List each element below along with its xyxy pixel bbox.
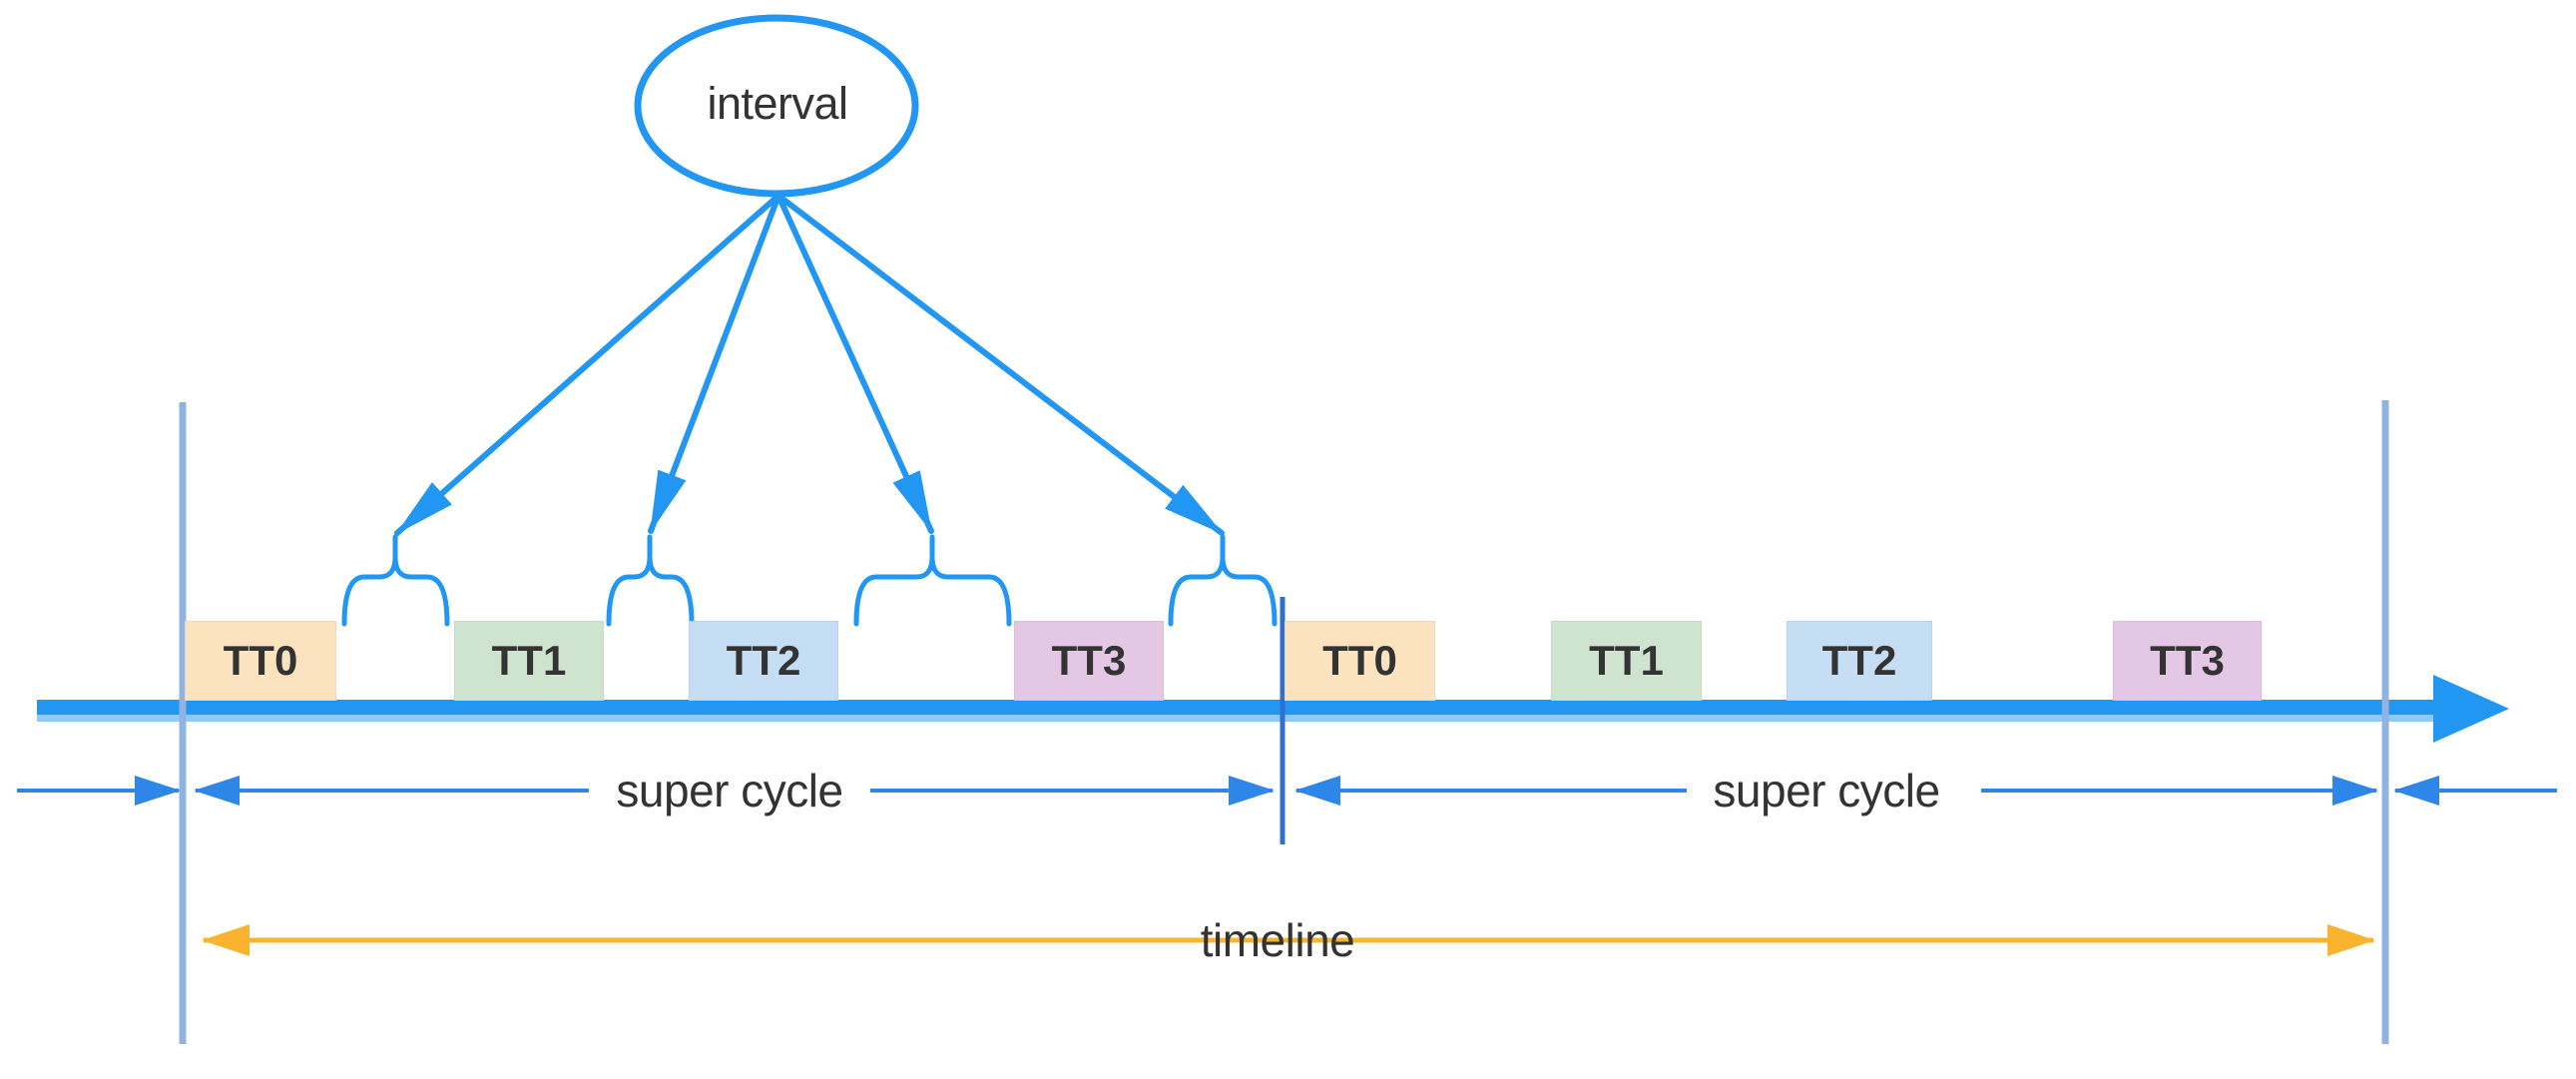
timeline-axis-underline [37,715,2437,722]
super-cycle-label-1: super cycle [616,765,843,816]
super-cycle-label-2: super cycle [1713,765,1940,816]
gap-brace-icon-4 [1168,554,1278,627]
slot-tt2: TT2 [689,621,838,701]
timeline-arrowhead-icon [2433,675,2509,743]
slot-tt1: TT1 [1551,621,1702,701]
interval-fan-arrow-2 [648,193,781,534]
interval-fan-arrow-4 [775,193,1225,536]
gap-brace-icon-1 [341,554,450,627]
gap-braces [341,534,1278,627]
timeline-axis [37,700,2437,715]
slot-tt1: TT1 [454,621,604,701]
interval-ellipse [634,14,919,198]
interval-fan-arrows [394,193,1225,536]
slot-tt3: TT3 [1014,621,1164,701]
slot-tt3: TT3 [2113,621,2262,701]
slot-tt2: TT2 [1787,621,1932,701]
slot-tt0: TT0 [1285,621,1435,701]
interval-fan-arrow-3 [775,193,934,534]
timeline-label: timeline [1200,914,1355,966]
gap-brace-icon-3 [853,554,1012,627]
interval-label: interval [707,78,848,129]
slot-tt0: TT0 [185,621,336,701]
interval-fan-arrow-1 [394,193,781,536]
gap-brace-icon-2 [606,554,695,627]
